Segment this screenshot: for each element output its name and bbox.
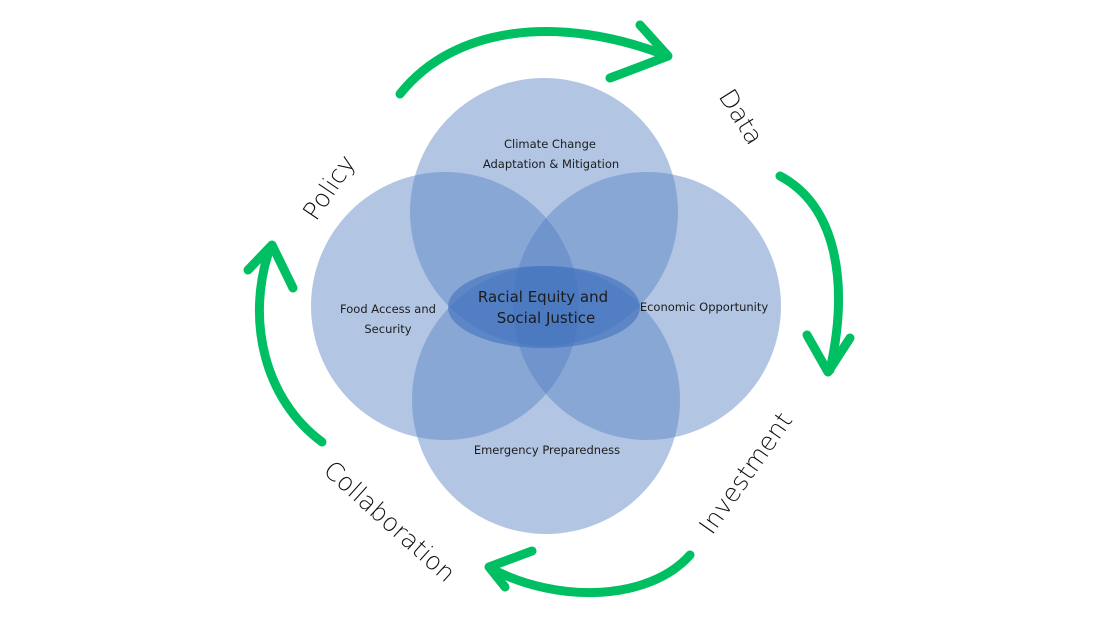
center-ellipse — [448, 266, 640, 348]
arrow-policy-to-data — [395, 20, 673, 99]
arrow-data-to-investment — [775, 171, 855, 377]
label-climate-change-line2: Adaptation & Mitigation — [483, 157, 619, 171]
arrow-investment-to-collaboration — [484, 546, 695, 598]
arrow-shaft — [775, 171, 843, 375]
circle-food-access — [311, 172, 579, 440]
label-center-line1: Racial Equity and — [478, 288, 608, 306]
arrow-head-left-icon — [484, 546, 537, 592]
arrow-collaboration-to-policy — [243, 240, 327, 447]
label-center-line2: Social Justice — [497, 309, 596, 327]
label-food-access-line2: Security — [364, 322, 411, 336]
label-climate-change-line1: Climate Change — [504, 137, 596, 151]
label-economic-opportunity: Economic Opportunity — [640, 300, 769, 314]
arrow-head-up-icon — [243, 240, 298, 293]
arrow-shaft — [395, 27, 670, 99]
arrow-head-down-icon — [802, 330, 855, 377]
label-food-access-line1: Food Access and — [340, 302, 436, 316]
arrow-shaft — [485, 550, 695, 598]
circle-economic-opportunity — [513, 172, 781, 440]
cycle-label-data: Data — [713, 84, 769, 150]
arrow-shaft — [255, 243, 327, 447]
cycle-label-investment: Investment — [693, 407, 798, 540]
label-emergency-preparedness: Emergency Preparedness — [474, 443, 620, 457]
arrow-head-right-icon — [605, 20, 673, 83]
